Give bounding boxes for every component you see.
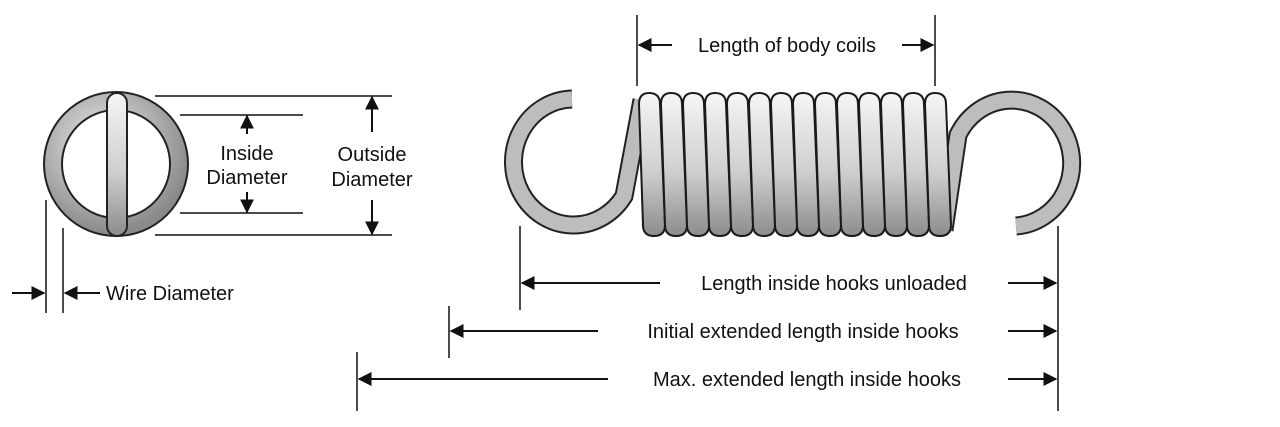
- length-arrows: [357, 38, 1058, 386]
- inside-diameter-label: Diameter: [206, 167, 287, 189]
- diameter-arrows: [12, 95, 379, 300]
- initial-extended-length-label: Initial extended length inside hooks: [647, 321, 958, 343]
- inside-diameter-label: Inside: [220, 143, 273, 165]
- spring-hook-left: [504, 89, 652, 235]
- max-extended-length-label: Max. extended length inside hooks: [653, 369, 961, 391]
- wire-diameter-label: Wire Diameter: [106, 283, 234, 305]
- outside-diameter-label: Outside: [338, 144, 407, 166]
- diameter-extension-lines: [45, 95, 392, 313]
- outside-diameter-label: Diameter: [331, 169, 412, 191]
- spring-end-view: [43, 91, 189, 237]
- length-inside-hooks-unloaded-label: Length inside hooks unloaded: [701, 273, 967, 295]
- spring-body-coils: [637, 91, 953, 238]
- length-extension-lines: [356, 15, 1059, 411]
- spring-hook-right: [934, 90, 1082, 236]
- spring-coil: [923, 91, 953, 238]
- length-body-coils-label: Length of body coils: [698, 35, 876, 57]
